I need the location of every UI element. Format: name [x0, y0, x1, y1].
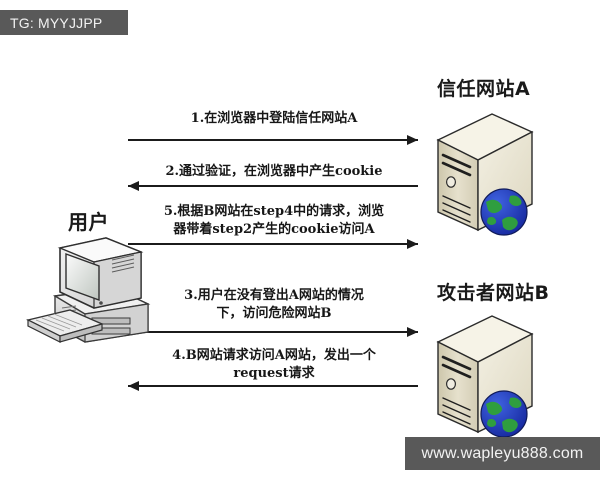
arrow-step-4	[128, 380, 418, 392]
message-label-step-5: 5.根据B网站在step4中的请求，浏览 器带着step2产生的cookie访问…	[163, 204, 385, 237]
arrow-shaft	[128, 243, 418, 245]
globe-icon	[480, 390, 528, 438]
arrow-step-1	[128, 134, 418, 146]
arrow-step-2	[128, 180, 418, 192]
arrow-head-left	[128, 181, 139, 191]
arrow-step-5	[128, 238, 418, 250]
arrow-shaft	[128, 385, 418, 387]
arrow-shaft	[128, 331, 418, 333]
computer-keyboard	[25, 309, 105, 343]
arrow-head-right	[407, 239, 418, 249]
globe-icon	[480, 188, 528, 236]
watermark-top-left: TG: MYYJJPP	[0, 10, 128, 35]
message-label-step-1: 1.在浏览器中登陆信任网站A	[190, 111, 358, 126]
server-tower-icon-trusted-a	[436, 113, 534, 236]
arrow-shaft	[128, 185, 418, 187]
arrow-head-left	[128, 381, 139, 391]
server-tower-icon-attacker-b	[436, 315, 534, 438]
desktop-computer-icon	[25, 237, 151, 343]
node-label-attacker-site-b: 攻击者网站B	[437, 282, 550, 304]
arrow-step-3	[128, 326, 418, 338]
message-label-step-2: 2.通过验证，在浏览器中产生cookie	[165, 164, 383, 179]
node-label-user: 用户	[68, 210, 109, 234]
arrow-head-right	[407, 327, 418, 337]
arrow-head-right	[407, 135, 418, 145]
node-label-trusted-site-a: 信任网站A	[437, 78, 531, 100]
message-label-step-4: 4.B网站请求访问A网站，发出一个 request请求	[172, 348, 376, 381]
arrow-shaft	[128, 139, 418, 141]
watermark-bottom-right: www.wapleyu888.com	[405, 437, 600, 470]
message-label-step-3: 3.用户在没有登出A网站的情况 下，访问危险网站B	[184, 288, 364, 321]
computer-monitor	[57, 237, 144, 309]
